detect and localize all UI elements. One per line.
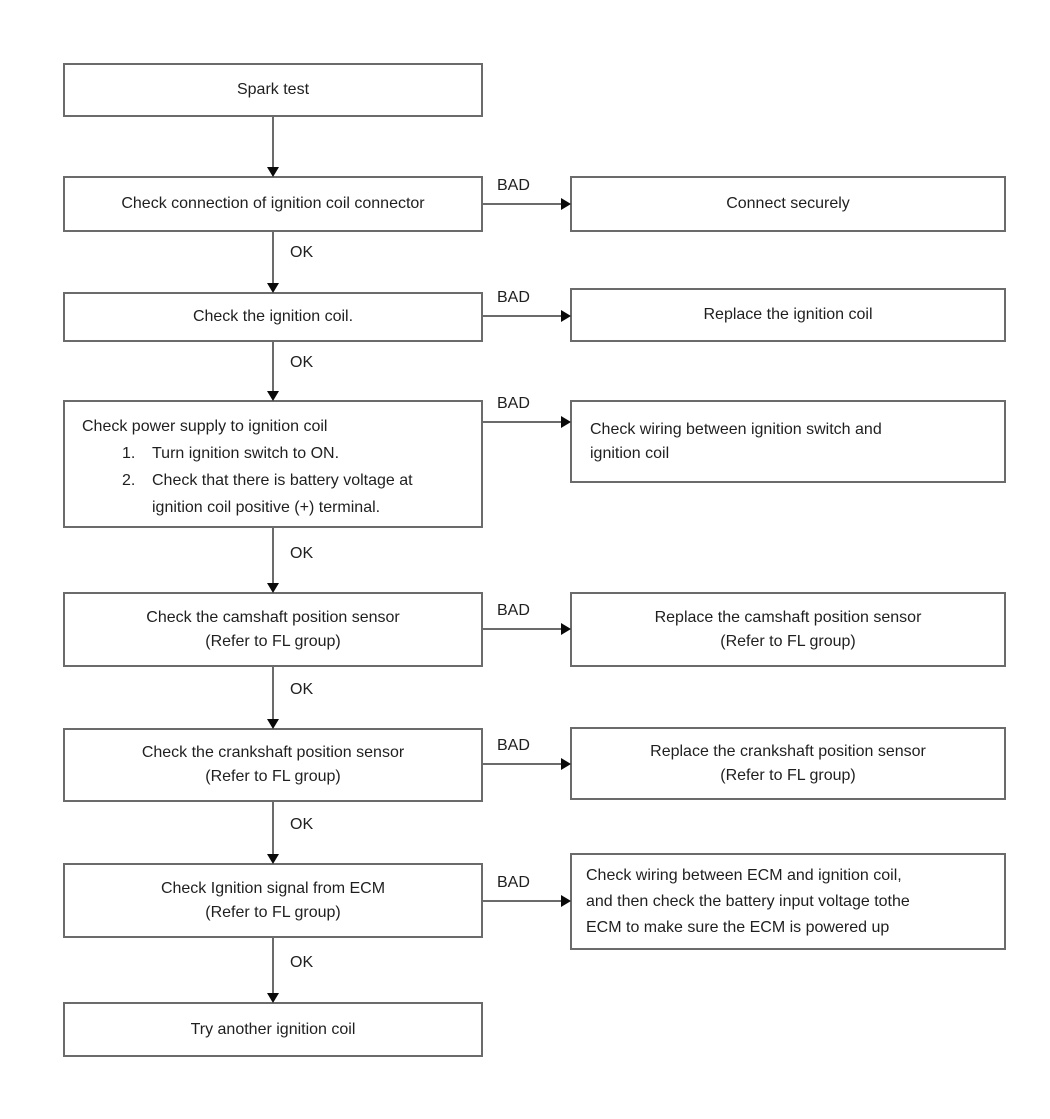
arrowhead-right-icon <box>561 198 571 210</box>
connector-line-bad-5 <box>483 763 561 765</box>
bad-label: BAD <box>497 602 530 619</box>
node-label: Check the ignition coil. <box>192 308 354 325</box>
node-label-line: ignition coil <box>590 444 670 462</box>
node-label-line: and then check the battery input voltage… <box>586 892 910 910</box>
ok-label: OK <box>290 354 314 371</box>
arrowhead-down-icon <box>267 583 279 593</box>
node-label-line: (Refer to FL group) <box>720 766 856 784</box>
connector-line-down-6 <box>272 802 274 854</box>
node-label-line: (Refer to FL group) <box>205 903 341 921</box>
node-label: Try another ignition coil <box>190 1020 356 1038</box>
arrowhead-right-icon <box>561 416 571 428</box>
node-check-power-supply: Check power supply to ignition coil 1. T… <box>63 400 483 528</box>
node-connect-securely: Connect securely <box>570 176 1006 232</box>
step-number-spacer <box>122 494 152 521</box>
node-label-line: Check Ignition signal from ECM <box>160 879 386 897</box>
bad-label: BAD <box>497 874 530 891</box>
connector-line-bad-2 <box>483 315 561 317</box>
arrowhead-down-icon <box>267 719 279 729</box>
bad-label: BAD <box>497 395 530 412</box>
step-text: Turn ignition switch to ON. <box>152 445 340 462</box>
bad-label: BAD <box>497 177 530 194</box>
numbered-step: 2. Check that there is battery voltage a… <box>122 467 481 494</box>
node-try-another-coil: Try another ignition coil <box>63 1002 483 1057</box>
node-label-line: (Refer to FL group) <box>205 632 341 650</box>
arrowhead-down-icon <box>267 167 279 177</box>
numbered-step-continuation: ignition coil positive (+) terminal. <box>122 494 481 521</box>
connector-line-bad-6 <box>483 900 561 902</box>
node-label-line: ECM to make sure the ECM is powered up <box>586 918 890 936</box>
connector-line-down-3 <box>272 342 274 391</box>
connector-line-down-1 <box>272 117 274 167</box>
connector-line-down-7 <box>272 938 274 993</box>
ok-label: OK <box>290 816 314 833</box>
node-check-wiring-switch: Check wiring between ignition switch and… <box>570 400 1006 483</box>
node-replace-crankshaft-sensor: Replace the crankshaft position sensor (… <box>570 727 1006 800</box>
node-check-ecm-signal: Check Ignition signal from ECM (Refer to… <box>63 863 483 938</box>
ok-label: OK <box>290 545 314 562</box>
arrowhead-right-icon <box>561 310 571 322</box>
ok-label: OK <box>290 954 314 971</box>
arrowhead-right-icon <box>561 623 571 635</box>
arrowhead-right-icon <box>561 895 571 907</box>
connector-line-down-5 <box>272 667 274 719</box>
node-label: Replace the ignition coil <box>703 306 873 323</box>
ok-label: OK <box>290 244 314 261</box>
node-check-crankshaft-sensor: Check the crankshaft position sensor (Re… <box>63 728 483 802</box>
node-replace-ignition-coil: Replace the ignition coil <box>570 288 1006 342</box>
node-check-wiring-ecm: Check wiring between ECM and ignition co… <box>570 853 1006 950</box>
node-label-line: Check the camshaft position sensor <box>146 608 400 626</box>
connector-line-bad-1 <box>483 203 561 205</box>
node-label-line: Replace the crankshaft position sensor <box>650 742 926 760</box>
arrowhead-down-icon <box>267 283 279 293</box>
node-label-line: Check the crankshaft position sensor <box>141 744 405 761</box>
arrowhead-right-icon <box>561 758 571 770</box>
node-label-line: (Refer to FL group) <box>720 632 856 650</box>
node-label-line: (Refer to FL group) <box>205 768 341 785</box>
bad-label: BAD <box>497 289 530 306</box>
step-text: ignition coil positive (+) terminal. <box>152 499 381 516</box>
node-label-line: Check wiring between ECM and ignition co… <box>586 866 902 884</box>
node-label: Connect securely <box>726 195 850 212</box>
step-text: Check that there is battery voltage at <box>152 472 413 489</box>
step-number: 1. <box>122 445 136 462</box>
bad-label: BAD <box>497 737 530 754</box>
node-label-line: Check power supply to ignition coil <box>82 418 328 435</box>
node-label: Check connection of ignition coil connec… <box>121 195 425 212</box>
node-spark-test: Spark test <box>63 63 483 117</box>
node-label-line: Check wiring between ignition switch and <box>590 420 882 438</box>
node-check-camshaft-sensor: Check the camshaft position sensor (Refe… <box>63 592 483 667</box>
connector-line-down-2 <box>272 232 274 283</box>
numbered-step: 1. Turn ignition switch to ON. <box>122 440 481 467</box>
step-number: 2. <box>122 472 136 489</box>
connector-line-bad-3 <box>483 421 561 423</box>
connector-line-down-4 <box>272 528 274 583</box>
node-replace-camshaft-sensor: Replace the camshaft position sensor (Re… <box>570 592 1006 667</box>
ok-label: OK <box>290 681 314 698</box>
arrowhead-down-icon <box>267 993 279 1003</box>
arrowhead-down-icon <box>267 391 279 401</box>
node-check-connector: Check connection of ignition coil connec… <box>63 176 483 232</box>
arrowhead-down-icon <box>267 854 279 864</box>
node-label-line: Replace the camshaft position sensor <box>654 608 922 626</box>
node-label: Spark test <box>236 81 310 98</box>
node-check-ignition-coil: Check the ignition coil. <box>63 292 483 342</box>
connector-line-bad-4 <box>483 628 561 630</box>
